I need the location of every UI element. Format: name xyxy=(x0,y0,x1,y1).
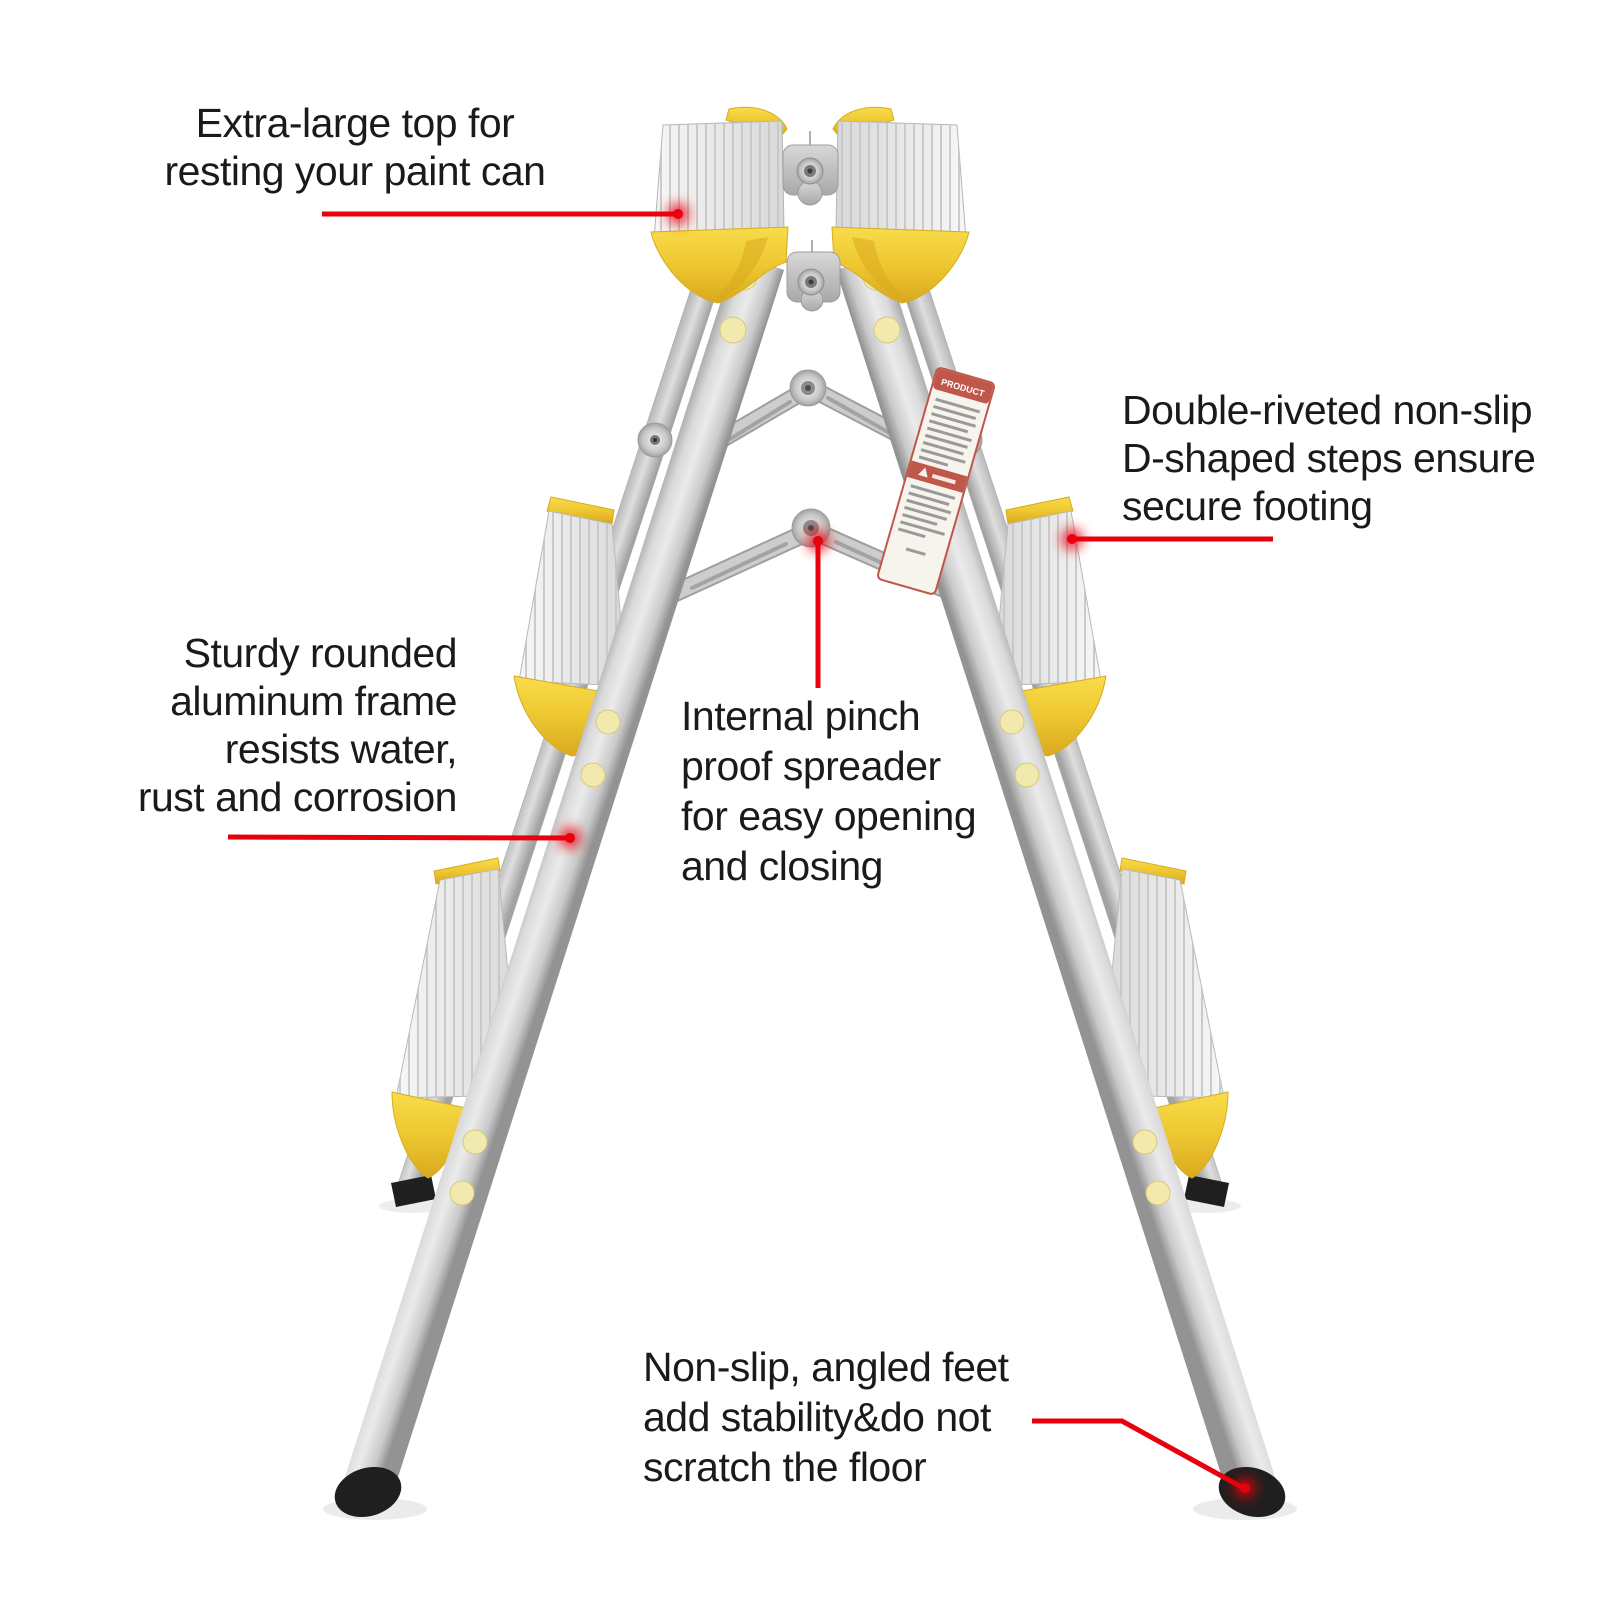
annotation-top-platform: Extra-large top for resting your paint c… xyxy=(164,100,546,194)
leader-line-steps xyxy=(1061,528,1273,550)
warning-label-fineprint xyxy=(897,484,956,556)
warning-label-fineprint xyxy=(918,397,981,467)
leader-line-spreader xyxy=(807,530,829,688)
second-hinge xyxy=(786,240,841,312)
leader-line-frame xyxy=(227,827,581,849)
annotation-frame: Sturdy rounded aluminum frame resists wa… xyxy=(137,630,458,820)
warning-label-sticker: PRODUCT xyxy=(877,367,995,595)
front-foot xyxy=(334,1466,402,1518)
leader-line-feet xyxy=(1032,1418,1256,1499)
frame-rivet xyxy=(637,422,673,458)
ladder-left-side xyxy=(323,106,789,1520)
top-hinge xyxy=(782,131,839,206)
annotation-spreader: Internal pinch proof spreader for easy o… xyxy=(681,693,977,889)
leader-line-top-platform xyxy=(322,203,689,225)
rear-foot xyxy=(391,1175,436,1207)
annotation-steps: Double-riveted non-slip D-shaped steps e… xyxy=(1122,387,1536,529)
annotation-feet: Non-slip, angled feet add stability&do n… xyxy=(643,1344,1009,1490)
